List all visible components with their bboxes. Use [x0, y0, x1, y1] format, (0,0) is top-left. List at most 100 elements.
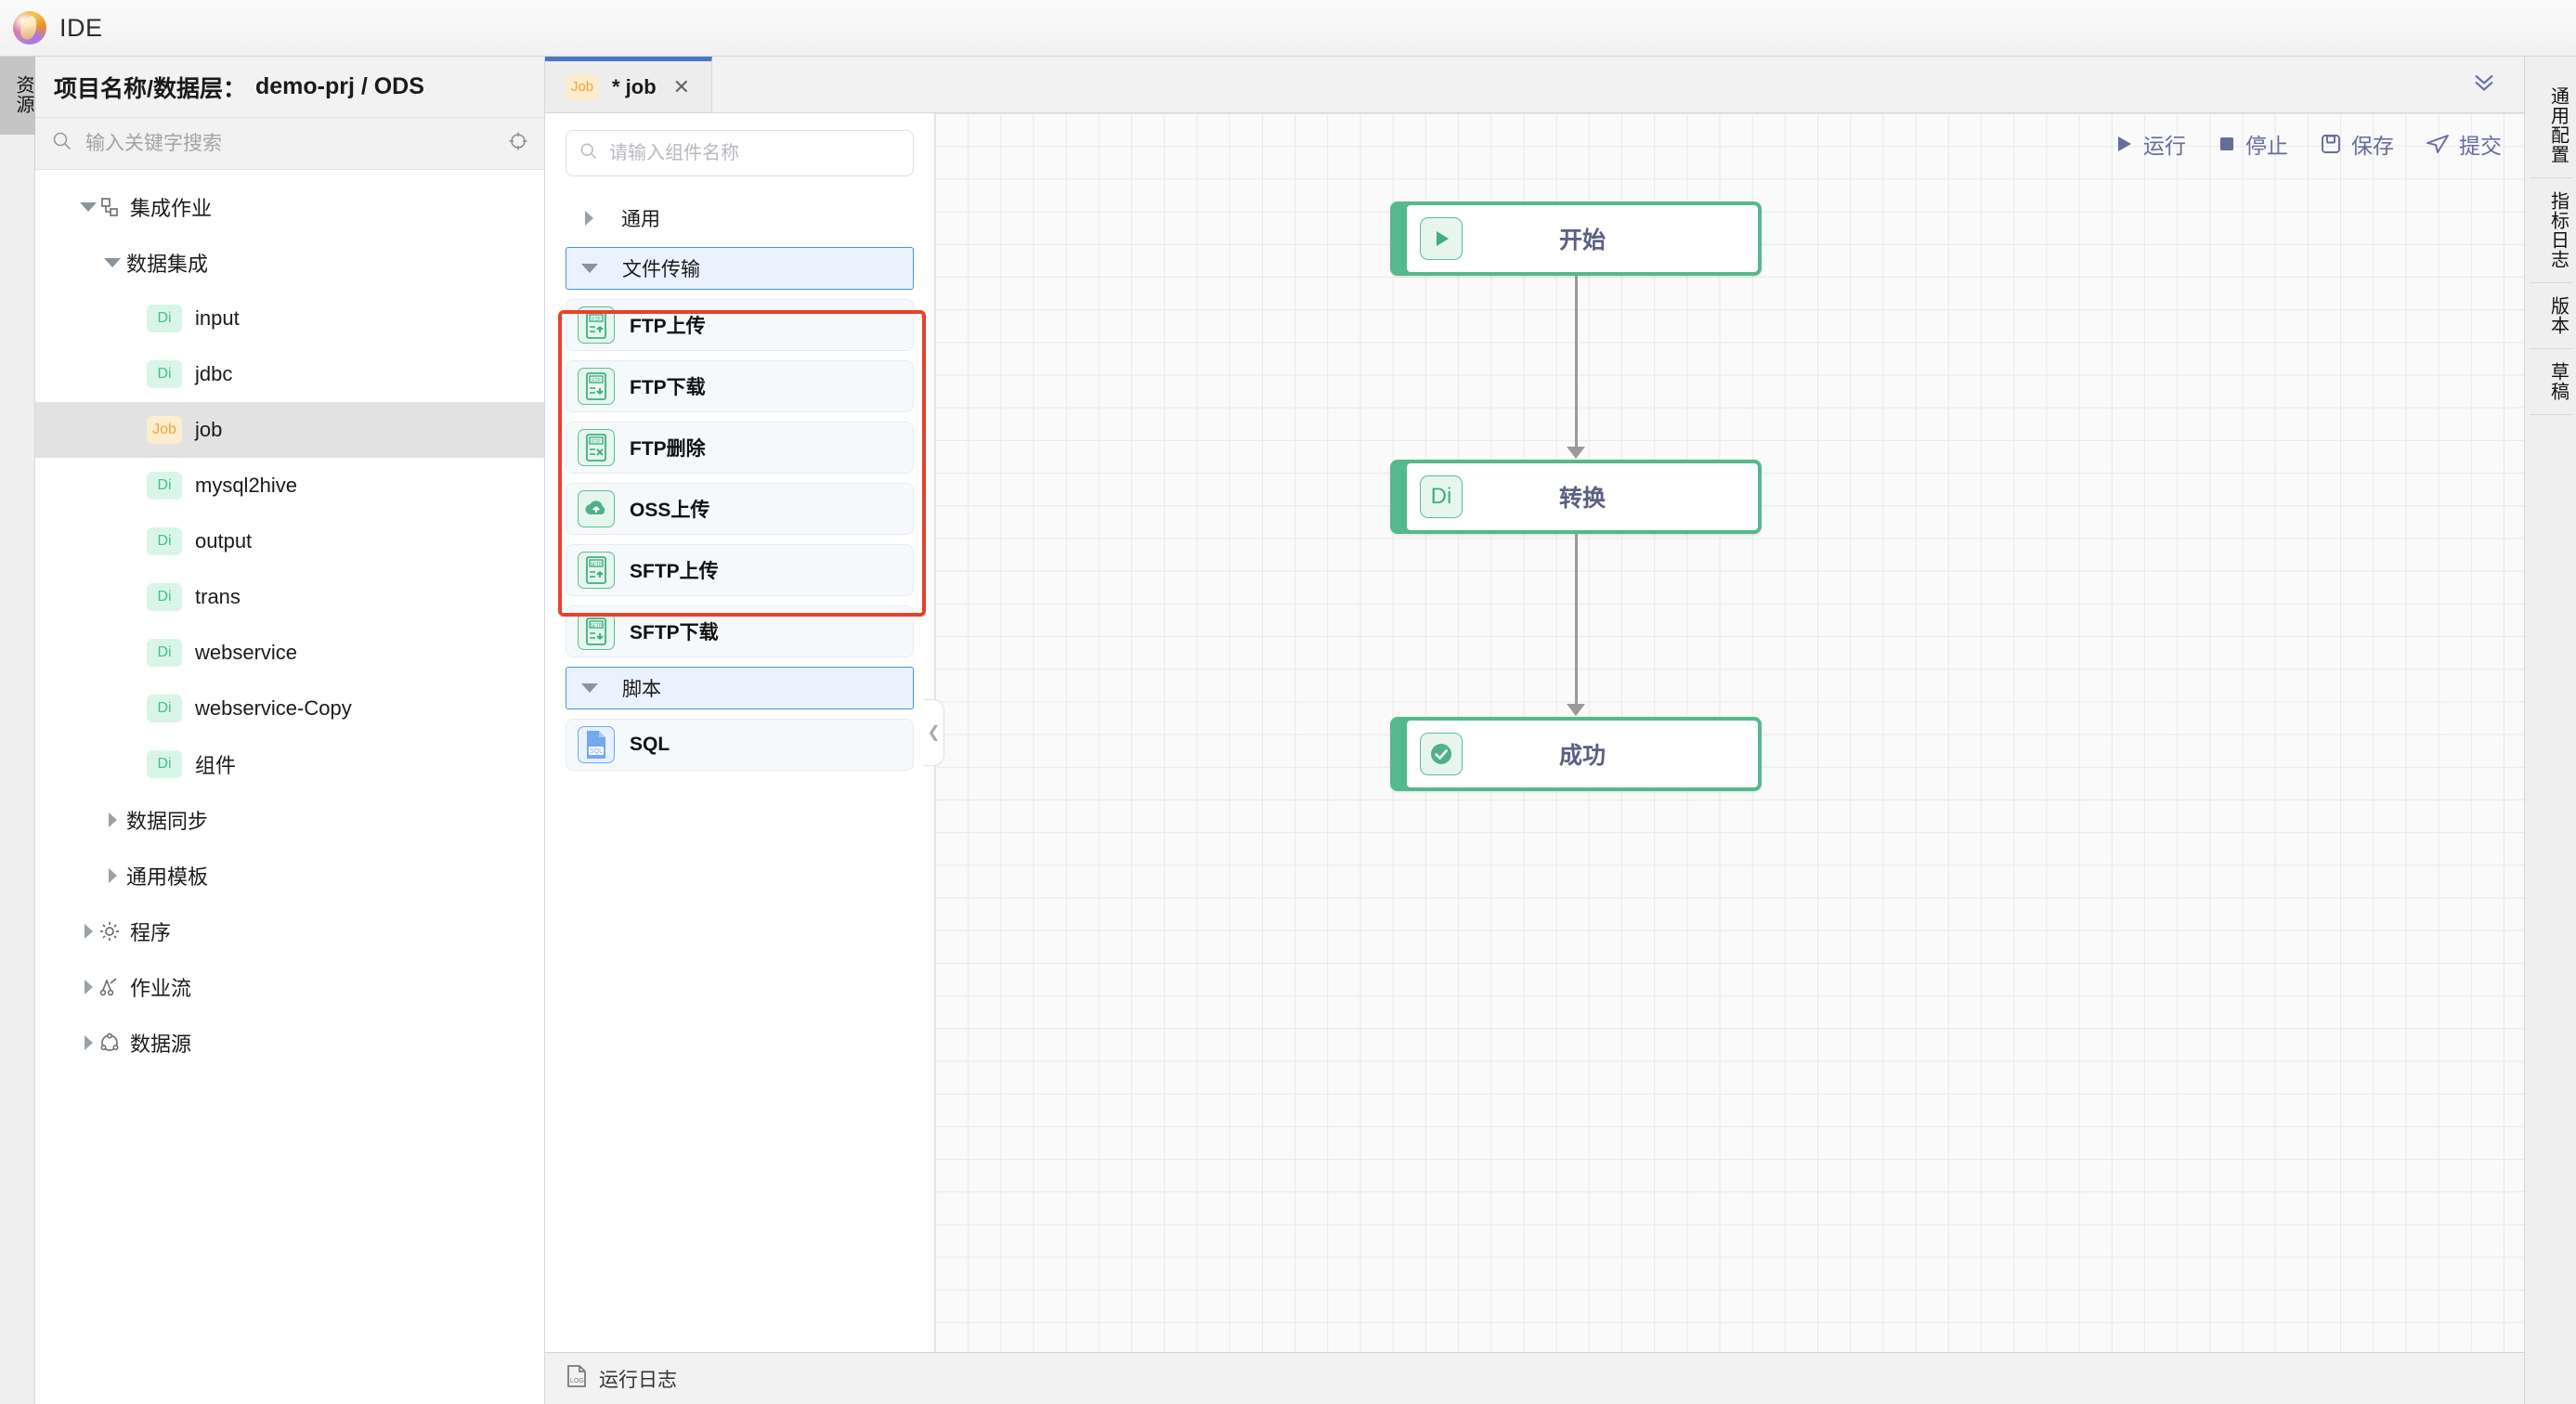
caret-down-icon[interactable]: [579, 678, 600, 698]
tree-item-label: input: [195, 306, 240, 330]
tree-item-output[interactable]: Di output: [35, 514, 544, 569]
palette-group-0[interactable]: 通用: [566, 197, 914, 240]
tree-item-webservice[interactable]: Di webservice: [35, 625, 544, 681]
rail-tab-resources[interactable]: 资源: [0, 57, 35, 135]
caret-down-icon[interactable]: [78, 197, 98, 217]
tree-item-[interactable]: 数据源: [35, 1015, 544, 1071]
tree-spacer: [126, 420, 147, 440]
explorer-search-bar[interactable]: [35, 118, 544, 170]
tree-item-[interactable]: 作业流: [35, 959, 544, 1015]
chevron-left-icon[interactable]: ❮: [924, 699, 944, 766]
right-rail-tab-3[interactable]: 草稿: [2529, 349, 2572, 415]
caret-down-icon[interactable]: [102, 253, 123, 273]
tab-job[interactable]: Job * job ✕: [545, 57, 712, 112]
arrow-head-icon: [1567, 447, 1585, 459]
type-badge: Di: [147, 750, 182, 778]
palette-group-1[interactable]: 文件传输: [566, 247, 914, 290]
bottom-status-bar[interactable]: LOG 运行日志: [545, 1352, 2524, 1404]
caret-down-icon[interactable]: [579, 258, 600, 279]
palette-item-label: FTP删除: [630, 438, 706, 460]
datasource-icon: [98, 1032, 121, 1054]
tree-spacer: [126, 308, 147, 329]
tree-item-label: mysql2hive: [195, 474, 298, 497]
palette-search-input[interactable]: [609, 142, 900, 164]
palette-item-label: SQL: [630, 734, 670, 755]
tree-item-label: 作业流: [130, 977, 192, 1000]
type-badge: Di: [147, 583, 182, 611]
type-badge: Di: [147, 472, 182, 500]
svg-text:FTP: FTP: [592, 378, 601, 384]
caret-right-icon[interactable]: [78, 977, 98, 997]
tree-spacer: [126, 364, 147, 384]
tree-item-label: job: [195, 418, 223, 441]
search-input[interactable]: [85, 132, 494, 155]
tree-item-label: trans: [195, 585, 241, 608]
caret-right-icon[interactable]: [579, 208, 599, 228]
right-rail-tab-0[interactable]: 通用配置: [2529, 73, 2572, 178]
flow-edge[interactable]: [1575, 276, 1578, 448]
palette-item[interactable]: OSS上传: [566, 483, 914, 535]
ftp-delete-icon: FTP: [578, 429, 615, 466]
flow-node[interactable]: 成功: [1390, 717, 1762, 791]
type-badge: Di: [147, 639, 182, 667]
save-button[interactable]: 保存: [2320, 128, 2394, 160]
svg-text:FTP: FTP: [592, 439, 601, 445]
double-chevron-down-icon[interactable]: [2470, 72, 2498, 98]
tree-item-[interactable]: 数据集成: [35, 235, 544, 291]
tree-spacer: [126, 587, 147, 607]
tree-item-label: output: [195, 529, 253, 552]
right-rail-tab-2[interactable]: 版本: [2529, 283, 2572, 349]
tree-item-label: 程序: [130, 921, 172, 944]
tree-item-mysql2hive[interactable]: Di mysql2hive: [35, 458, 544, 514]
tree-item-[interactable]: 通用模板: [35, 848, 544, 904]
type-badge: Di: [147, 527, 182, 555]
tree-item-label: webservice: [195, 641, 298, 664]
swirl-logo-icon: [13, 11, 46, 45]
palette-item[interactable]: FTP FTP下载: [566, 360, 914, 412]
flow-node[interactable]: 开始: [1390, 202, 1762, 276]
palette-item-label: FTP下载: [630, 377, 706, 398]
palette-group-2[interactable]: 脚本: [566, 667, 914, 709]
stop-icon: [2218, 135, 2236, 153]
caret-right-icon[interactable]: [78, 921, 98, 942]
play-icon: [2114, 134, 2134, 154]
palette-search-bar[interactable]: [566, 130, 914, 176]
tree-item-[interactable]: 程序: [35, 904, 544, 959]
flow-edge[interactable]: [1575, 534, 1578, 706]
caret-right-icon[interactable]: [78, 1033, 98, 1053]
caret-right-icon[interactable]: [102, 810, 123, 830]
crosshair-icon[interactable]: [507, 130, 529, 157]
tab-badge: Job: [566, 73, 599, 100]
tree-item-[interactable]: 集成作业: [35, 179, 544, 235]
main-layout: 资源 项目名称/数据层： demo-prj / ODS 集成作业数据集成Diin…: [0, 57, 2576, 1404]
caret-right-icon[interactable]: [102, 865, 123, 886]
palette-item-label: SFTP下载: [630, 622, 719, 644]
stop-button[interactable]: 停止: [2218, 128, 2288, 160]
tree-item-[interactable]: 数据同步: [35, 792, 544, 848]
toolbar-button-label: 提交: [2459, 134, 2502, 158]
submit-button[interactable]: 提交: [2426, 128, 2502, 160]
toolbar-button-label: 停止: [2245, 134, 2288, 158]
canvas-toolbar: 运行 停止 保存 提交: [2114, 128, 2502, 160]
right-rail-tab-1[interactable]: 指标日志: [2529, 178, 2572, 283]
run-button[interactable]: 运行: [2114, 128, 2186, 160]
close-icon[interactable]: ✕: [672, 74, 691, 98]
palette-item[interactable]: FTP FTP删除: [566, 422, 914, 474]
